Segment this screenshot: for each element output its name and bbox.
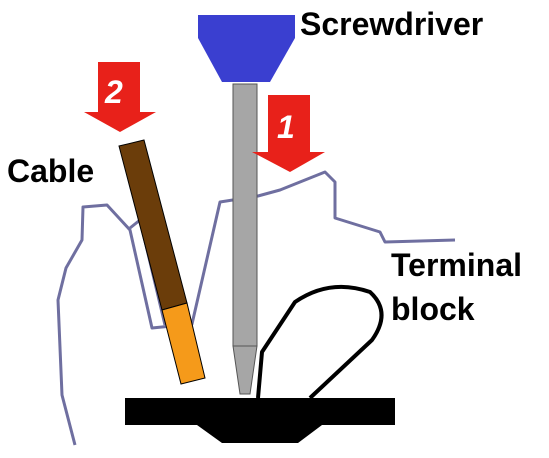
base-plate — [125, 398, 395, 443]
label-screwdriver: Screwdriver — [300, 6, 483, 42]
arrow-step-1: 1 — [252, 95, 325, 172]
arrow-2-shape — [84, 62, 156, 132]
screwdriver-handle — [198, 15, 295, 82]
spring-clamp — [256, 284, 384, 400]
screwdriver-shaft — [232, 83, 258, 347]
label-cable: Cable — [7, 153, 94, 189]
arrow-1-shape — [252, 95, 325, 172]
step-1-number: 1 — [277, 109, 295, 145]
cable-jacket — [118, 139, 188, 311]
step-2-number: 2 — [104, 74, 123, 110]
label-block: block — [391, 291, 475, 327]
arrow-step-2: 2 — [84, 62, 156, 132]
label-terminal: Terminal — [391, 247, 522, 283]
screwdriver-tip — [232, 345, 258, 395]
cable-conductor — [161, 302, 206, 385]
